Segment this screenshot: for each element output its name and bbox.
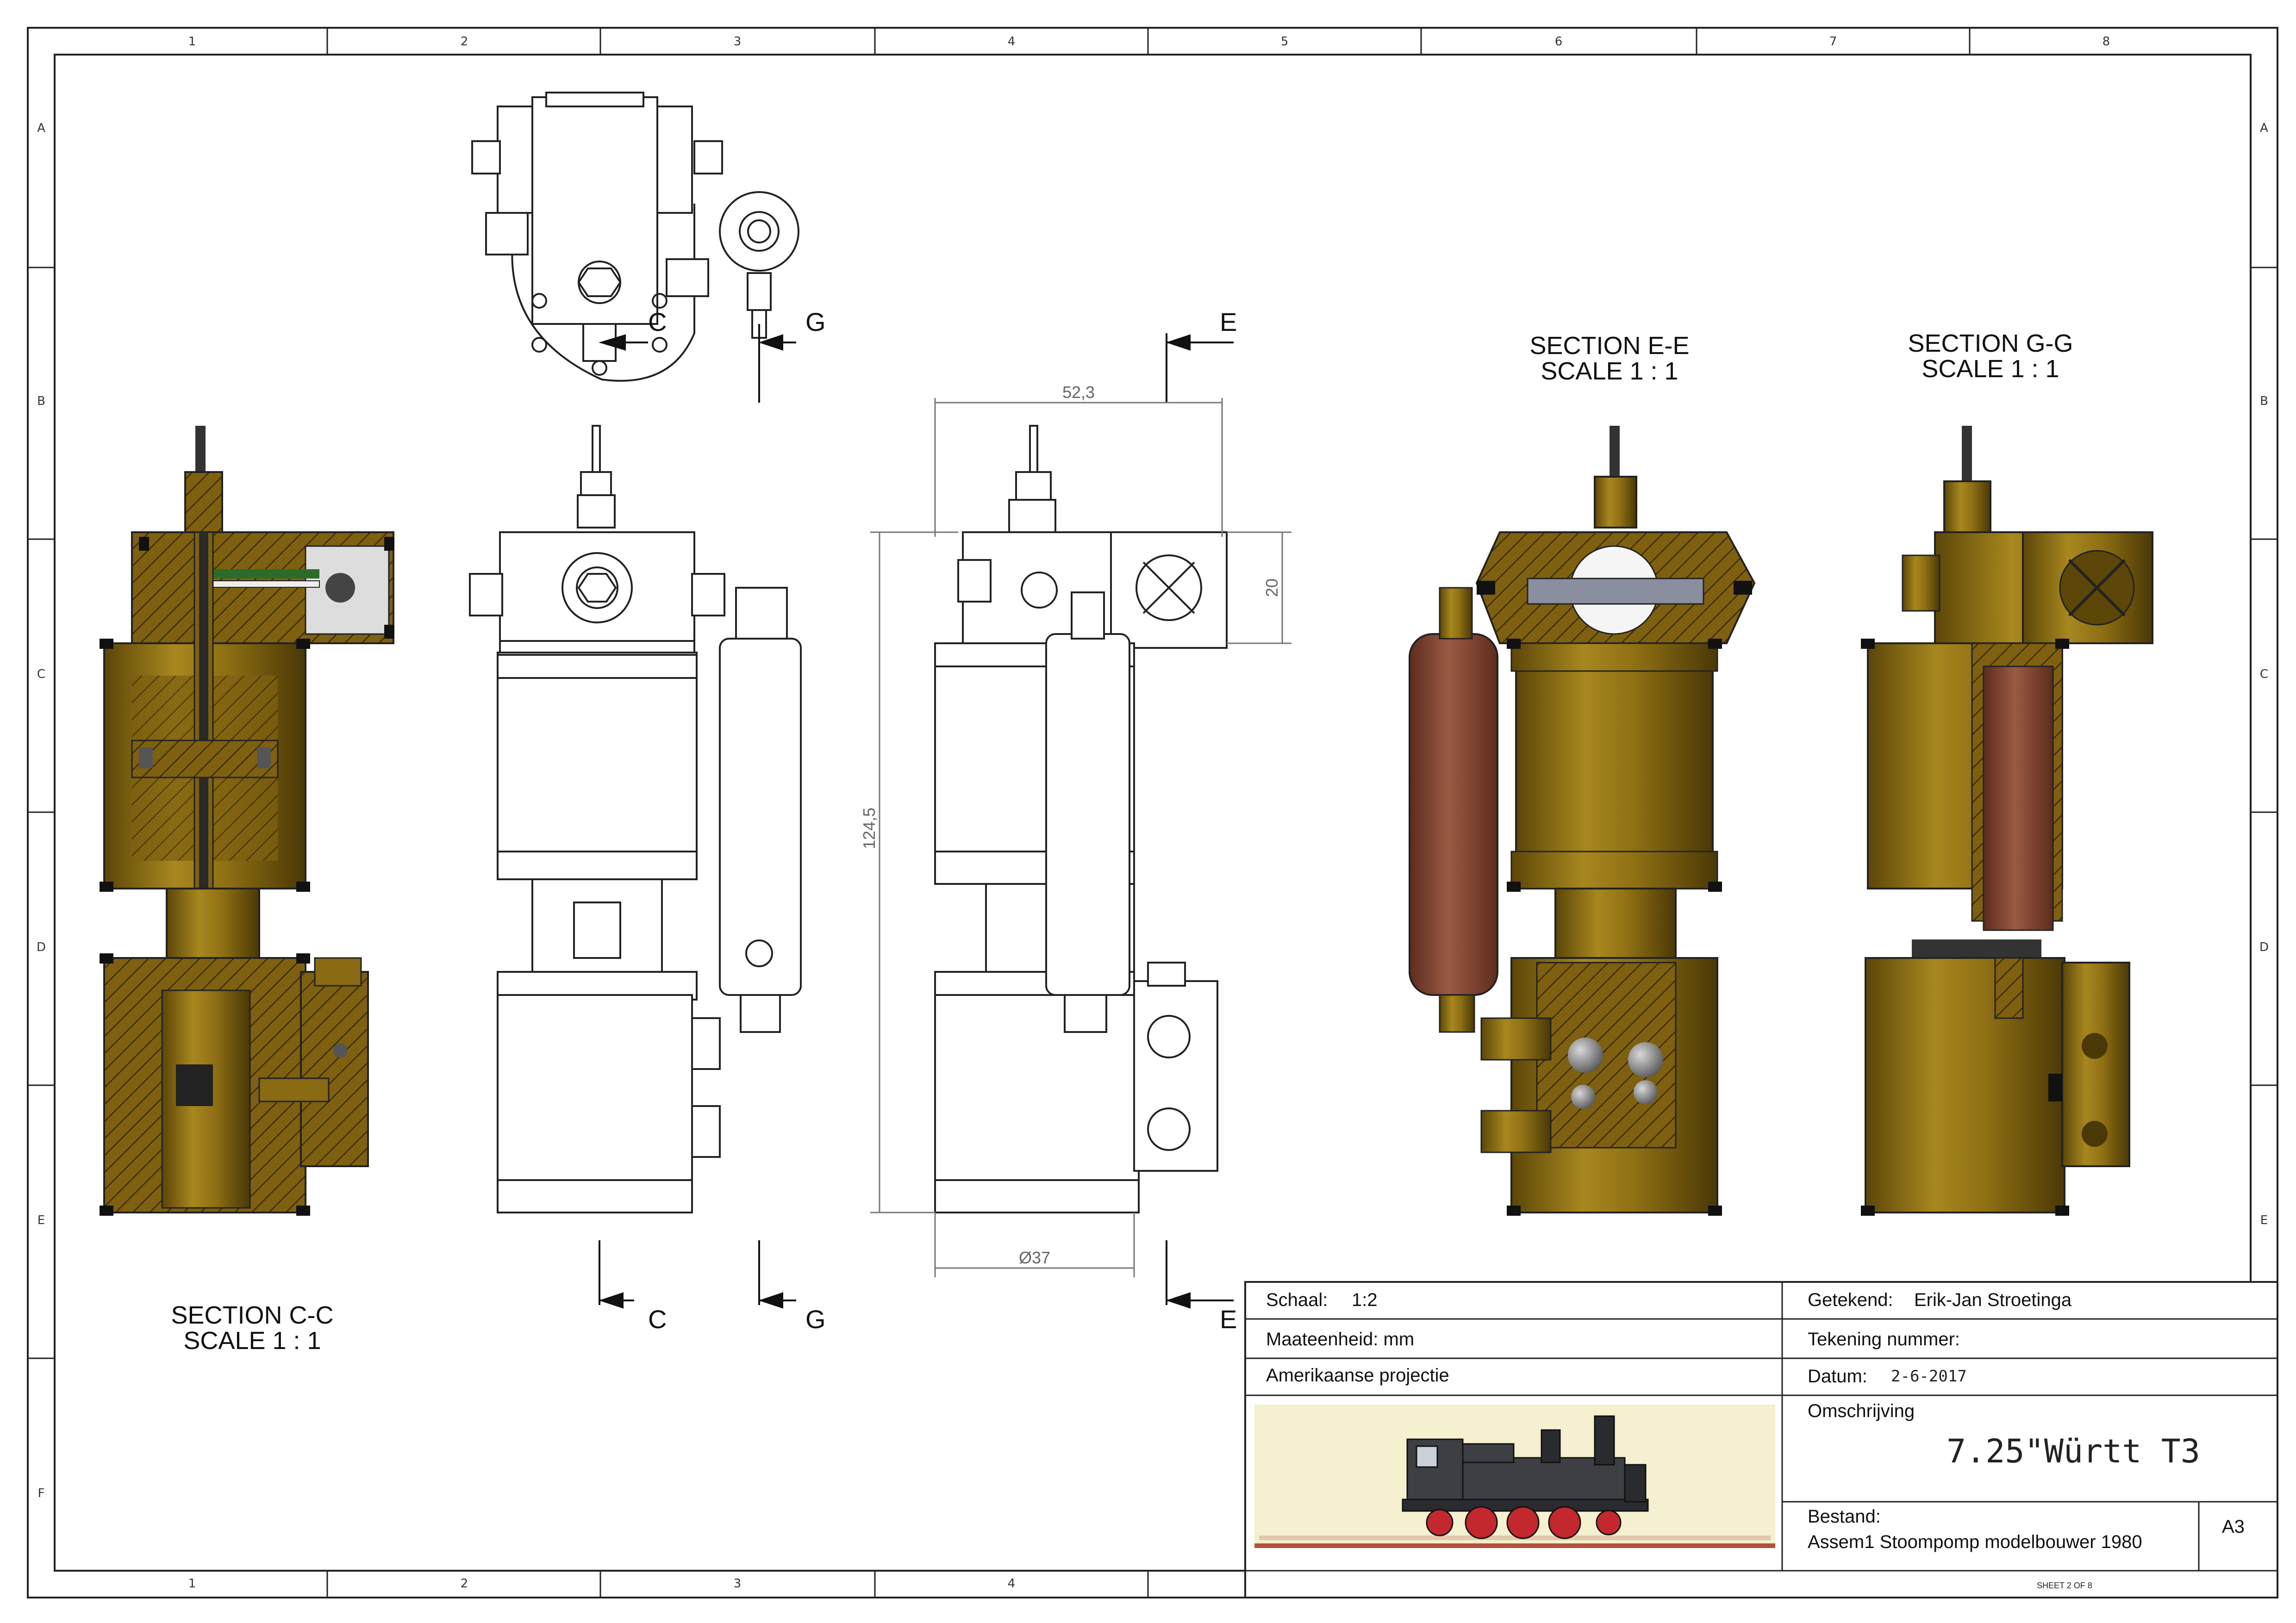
- section-ee-scale: SCALE 1 : 1: [1541, 357, 1678, 385]
- drawn-by-label: Getekend:: [1808, 1290, 1893, 1310]
- file-label: Bestand:: [1808, 1506, 1881, 1527]
- col-label-bottom: 4: [1008, 1577, 1016, 1591]
- unit-label: Maateenheid: mm: [1266, 1329, 1414, 1349]
- section-arrow-letters: C G E C G E: [648, 307, 1237, 1334]
- section-cc-title: SECTION C-C: [171, 1301, 334, 1329]
- section-cc-drawing: [100, 426, 394, 1216]
- section-ee-title: SECTION E-E: [1529, 332, 1689, 360]
- section-cc-scale: SCALE 1 : 1: [183, 1327, 321, 1355]
- row-label-left: B: [37, 394, 45, 408]
- dim-diameter: Ø37: [1019, 1248, 1050, 1267]
- section-gg-drawing: [1861, 426, 2153, 1216]
- sheet-frame: 1 2 3 4 5 6 7 8 1 2 3 4 A B C D E F A B …: [27, 27, 2278, 1598]
- section-ee-drawing: [1409, 426, 1756, 1216]
- col-label-top: 2: [461, 35, 468, 49]
- dim-height-total: 124,5: [860, 808, 879, 849]
- arrow-letter-g-top: G: [805, 307, 826, 336]
- drawing-number-label: Tekening nummer:: [1808, 1329, 1960, 1349]
- col-label-top: 3: [734, 35, 742, 49]
- arrow-letter-c-top: C: [648, 307, 667, 336]
- side-view: [934, 425, 1228, 1213]
- col-label-bottom: 2: [461, 1577, 468, 1591]
- dimensions: [870, 398, 1292, 1277]
- col-label-top: 8: [2103, 35, 2110, 49]
- arrow-letter-c: C: [648, 1305, 667, 1334]
- date-label: Datum:: [1808, 1366, 1867, 1387]
- description-label: Omschrijving: [1808, 1401, 1915, 1421]
- scale-value: 1:2: [1352, 1290, 1378, 1310]
- col-label-bottom: 1: [188, 1577, 196, 1591]
- arrow-letter-e: E: [1220, 1305, 1237, 1334]
- locomotive-image: [1254, 1405, 1775, 1548]
- file-name: Assem1 Stoompomp modelbouwer 1980: [1808, 1532, 2142, 1552]
- top-view: [471, 92, 799, 382]
- title-block: Schaal: 1:2 Maateenheid: mm Amerikaanse …: [1244, 1281, 2278, 1598]
- description-value: 7.25"Württ T3: [1947, 1432, 2200, 1470]
- row-label-left: C: [37, 667, 45, 681]
- sheet-number: SHEET 2 OF 8: [2037, 1581, 2092, 1590]
- col-label-bottom: 3: [734, 1577, 742, 1591]
- projection-label: Amerikaanse projectie: [1266, 1365, 1449, 1386]
- date-value: 2-6-2017: [1891, 1367, 1967, 1386]
- col-label-top: 5: [1281, 35, 1289, 49]
- row-label-left: E: [37, 1213, 45, 1227]
- drawn-by-value: Erik-Jan Stroetinga: [1914, 1290, 2072, 1310]
- row-label-right: A: [2260, 121, 2268, 135]
- row-label-right: C: [2260, 667, 2268, 681]
- row-label-right: D: [2259, 940, 2269, 954]
- row-label-left: D: [37, 940, 46, 954]
- scale-label: Schaal:: [1266, 1290, 1328, 1310]
- front-view: [469, 425, 802, 1213]
- dim-height-small: 20: [1262, 578, 1281, 597]
- section-gg-scale: SCALE 1 : 1: [1922, 355, 2059, 383]
- row-label-right: E: [2260, 1213, 2268, 1227]
- section-arrows: [599, 324, 1234, 1309]
- section-gg-title: SECTION G-G: [1908, 330, 2073, 357]
- col-label-top: 4: [1008, 35, 1016, 49]
- section-cc-label: SECTION C-C SCALE 1 : 1: [171, 1301, 334, 1355]
- dimension-labels: 52,3 20 124,5 Ø37: [860, 383, 1281, 1267]
- col-label-top: 7: [1829, 35, 1837, 49]
- row-label-left: F: [38, 1486, 45, 1500]
- arrow-letter-g: G: [805, 1305, 826, 1334]
- col-label-top: 6: [1555, 35, 1563, 49]
- section-ee-label: SECTION E-E SCALE 1 : 1: [1529, 332, 1689, 385]
- arrow-letter-e-top: E: [1220, 307, 1237, 336]
- dim-width: 52,3: [1062, 383, 1095, 402]
- row-label-right: B: [2260, 394, 2268, 408]
- section-gg-label: SECTION G-G SCALE 1 : 1: [1908, 330, 2073, 383]
- row-label-left: A: [37, 121, 45, 135]
- paper-size: A3: [2222, 1517, 2245, 1537]
- col-label-top: 1: [188, 35, 196, 49]
